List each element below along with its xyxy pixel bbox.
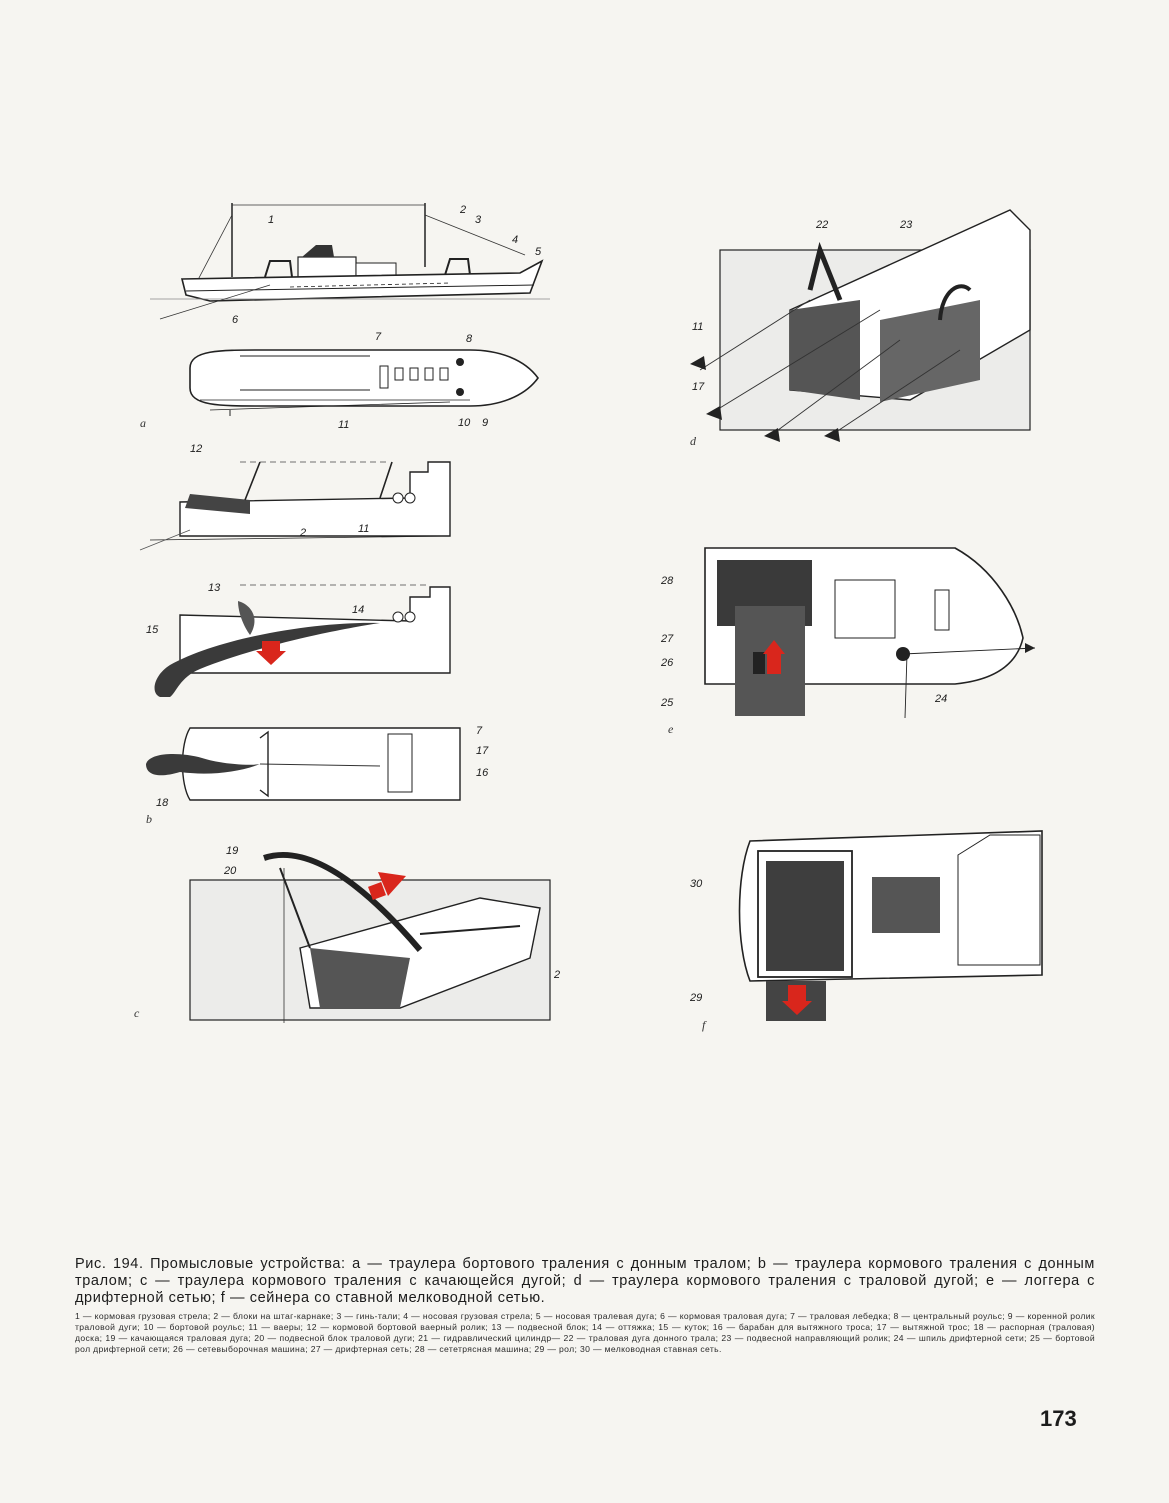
haul-arrow-body [262,641,280,653]
label-11: 11 [338,419,349,431]
set-arrow-body [788,985,806,1001]
label-7c: 7 [476,725,483,737]
figure-a-plan-view: 7 8 9 10 11 [170,330,550,435]
label-28: 28 [660,575,674,587]
label-17d: 17 [692,381,705,393]
label-11d: 11 [692,321,703,333]
label-23: 23 [899,219,913,231]
swing-arrow-head [378,872,406,896]
label-9: 9 [482,417,488,429]
label-14: 14 [352,604,364,616]
label-11b: 11 [358,523,369,535]
label-21: 21 [553,969,560,981]
label-12: 12 [190,443,202,455]
panel-letter-c: c [134,1006,140,1020]
label-24: 24 [934,693,947,705]
label-30: 30 [690,878,703,890]
label-26: 26 [660,657,674,669]
caption-main: Рис. 194. Промысловые устройства: а — тр… [75,1256,1095,1306]
figure-caption: Рис. 194. Промысловые устройства: а — тр… [75,1256,1095,1355]
label-5: 5 [535,246,542,258]
label-16: 16 [476,767,489,779]
label-27: 27 [660,633,674,645]
label-2: 2 [459,204,466,216]
set-arrow-head [782,1001,812,1015]
label-6: 6 [232,314,239,325]
panel-letter-d: d [690,434,696,448]
haul-arrow-head [256,651,286,665]
label-15: 15 [146,624,159,636]
swing-arrow-body [368,882,386,900]
label-20: 20 [223,865,237,877]
figure-f-plan-view: 30 29 [690,825,1050,1035]
label-18: 18 [156,797,169,809]
label-1: 1 [268,214,274,226]
figure-b-plan-view: 7 17 16 18 [140,720,490,810]
figure-b-hauling-view: 13 13 14 15 [140,565,470,705]
figure-e-plan-view: 28 27 26 25 24 [655,540,1040,730]
label-8: 8 [466,333,473,345]
haul-arrow-up [767,652,781,674]
figure-b-side-view: 12 7 2 11 [130,440,460,555]
panel-letter-f: f [702,1018,706,1032]
panel-letter-e: e [668,722,674,736]
figure-d-perspective: 22 23 11 17 [680,190,1050,450]
label-10: 10 [458,417,471,429]
figure-c-perspective: 19 20 21 [180,838,560,1023]
caption-legend: 1 — кормовая грузовая стрела; 2 — блоки … [75,1311,1095,1354]
label-4: 4 [512,234,518,246]
label-25: 25 [660,697,674,709]
label-3: 3 [475,214,482,226]
label-29: 29 [690,992,702,1004]
label-7: 7 [375,331,382,343]
figure-a-side-view: 1 2 3 4 5 6 [150,195,550,325]
label-22: 22 [815,219,828,231]
label-17: 17 [476,745,489,757]
page-number: 173 [1040,1406,1077,1431]
panel-letter-a: a [140,416,146,430]
label-13a: 13 [208,582,221,594]
haul-arrow-up-head [763,640,785,654]
label-2b: 2 [299,527,306,539]
panel-letter-b: b [146,812,152,826]
label-19: 19 [226,845,238,857]
